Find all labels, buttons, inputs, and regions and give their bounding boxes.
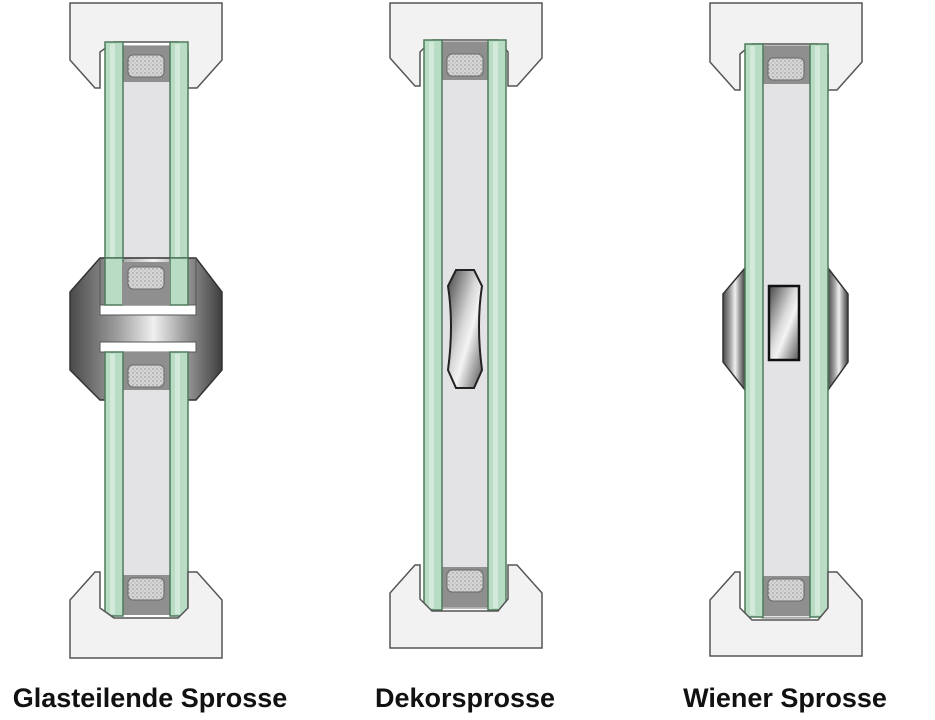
caption-decor-bar: Dekorsprosse (374, 683, 556, 713)
viennese-bar-assembly (709, 2, 863, 657)
applied-bar-right (827, 265, 849, 393)
caption-viennese-bar: Wiener Sprosse (683, 683, 887, 713)
bottom-frame-profile (389, 564, 543, 649)
spacer-bottom (762, 576, 810, 616)
spacer-top (441, 42, 489, 80)
spacer-bottom (122, 575, 170, 615)
applied-bar-left (722, 265, 746, 393)
bottom-frame-profile (709, 571, 863, 657)
spacer-top (762, 46, 810, 84)
inner-spacer-bar (767, 284, 801, 362)
spacer-top (122, 46, 170, 82)
lower-cavity (121, 351, 171, 615)
decor-bar-assembly (389, 2, 543, 649)
caption-glass-dividing-bar: Glasteilende Sprosse (12, 683, 288, 713)
spacer-bottom (441, 567, 489, 607)
spacer-lower-top (122, 352, 170, 390)
glass-dividing-bar-assembly (69, 2, 223, 659)
decor-profile-metal (446, 269, 484, 389)
bottom-frame-profile (69, 571, 223, 659)
